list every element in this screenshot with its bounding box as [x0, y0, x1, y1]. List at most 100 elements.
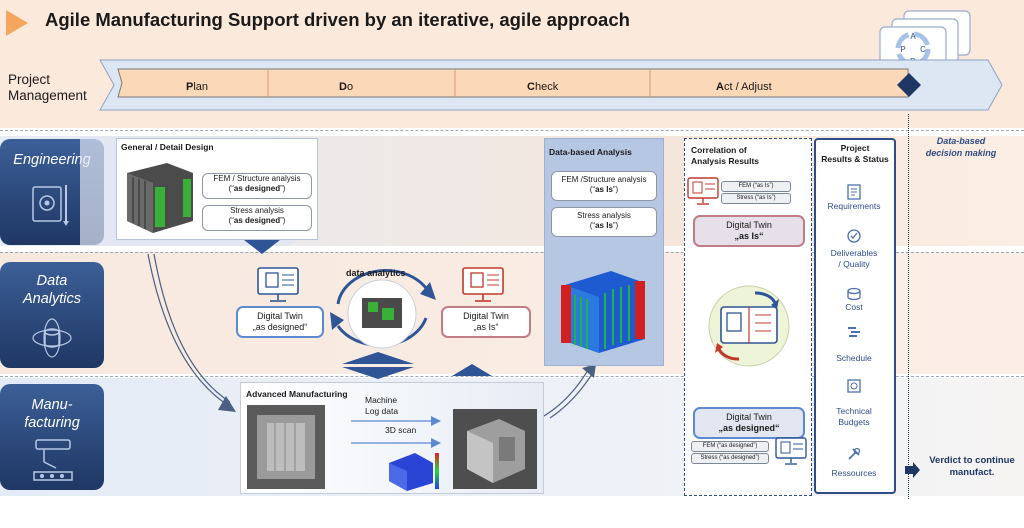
correlation-stress-designed: Stress (“as designed”)	[691, 453, 769, 464]
results-title-line1: Project	[840, 143, 870, 153]
design-stress-line2: (“as designed”)	[203, 216, 311, 226]
manufacturing-title: Advanced Manufacturing	[246, 389, 348, 399]
design-stress-close: ”)	[280, 216, 286, 225]
verdict-line1: Verdict to continue	[929, 455, 1015, 466]
phase-check-rest: heck	[534, 81, 559, 93]
phase-check-initial: C	[527, 81, 535, 93]
data-analysis-title: Data-based Analysis	[549, 147, 632, 157]
analysis-stress-bold: as Is	[595, 221, 613, 230]
phase-act-rest: ct / Adjust	[723, 81, 772, 93]
results-budgets-line1: Technical	[836, 406, 872, 416]
machined-part-image	[247, 405, 325, 489]
schedule-icon	[848, 327, 860, 337]
analysis-stress-line1: Stress analysis	[577, 211, 631, 220]
results-resources-line1: Ressources	[831, 468, 877, 478]
row-data-line1: Data	[36, 273, 68, 289]
analysis-fem-close: ”)	[612, 185, 619, 194]
design-fem-open: (“	[228, 184, 234, 193]
analysis-stress-line2: (“as Is”)	[552, 221, 656, 231]
correlation-fem-designed: FEM (“as designed”)	[691, 441, 769, 452]
results-item-deliverables: Deliverables/ Quality	[816, 248, 892, 270]
pm-label-line1: Project	[8, 72, 51, 87]
results-deliverables-line2: / Quality	[838, 259, 870, 269]
analysis-fem-bold: as Is	[595, 185, 613, 194]
correlation-twin-asis: Digital Twin „as Is“	[693, 215, 805, 247]
decision-line2: decision making	[925, 148, 997, 158]
data-analytics-label: data analytics	[346, 268, 406, 278]
scan-arrow	[351, 438, 441, 448]
corr-twin-asis-line2: „as Is“	[734, 231, 764, 241]
pdca-letter-a: A	[910, 32, 916, 41]
analysis-fem-line2: (“as Is”)	[552, 185, 656, 195]
resources-icon	[848, 447, 861, 460]
phase-do-rest: o	[346, 81, 354, 93]
phase-plan-initial: P	[186, 81, 194, 93]
results-schedule-line1: Schedule	[836, 353, 872, 363]
corr-twin-asis-line1: Digital Twin	[726, 220, 772, 230]
correlation-fem-asis: FEM (“as Is”)	[721, 181, 791, 192]
machine-line1: Machine	[365, 395, 398, 405]
verdict-label: Verdict to continue manufact.	[924, 455, 1020, 479]
correlation-title-line1: Correlation of	[691, 145, 747, 155]
results-item-requirements: Requirements	[816, 201, 892, 212]
divider-top	[0, 130, 1024, 131]
correlation-twin-designed: Digital Twin „as designed“	[693, 407, 805, 439]
data-analysis-box: Data-based Analysis FEM /Structure analy…	[544, 138, 664, 366]
results-box: Project Results & Status Requirements De…	[814, 138, 896, 494]
results-item-cost: Cost	[816, 302, 892, 313]
scan-label: 3D scan	[385, 425, 417, 435]
design-box: General / Detail Design FEM / Structure …	[116, 138, 318, 240]
results-item-schedule: Schedule	[816, 353, 892, 364]
results-title: Project Results & Status	[816, 143, 894, 165]
pdca-letter-p: P	[900, 45, 905, 54]
divider-middle	[0, 252, 1024, 253]
design-stress-open: (“	[228, 216, 234, 225]
results-title-line2: Results & Status	[821, 154, 889, 164]
corr-twin-designed-line1: Digital Twin	[726, 412, 772, 422]
twin-as-is-middle: Digital Twin „as Is“	[441, 306, 531, 338]
row-data-line2: Analytics	[22, 291, 82, 307]
analysis-fem-open: (“	[589, 185, 596, 194]
title-triangle-icon	[6, 10, 28, 36]
row-mf-line1: Manu-	[31, 397, 73, 413]
pdca-letter-c: C	[920, 45, 926, 54]
correlation-stress-asis: Stress (“as Is”)	[721, 193, 791, 204]
computer-asis-icon	[687, 177, 719, 205]
row-engineering-text: Engineering	[13, 152, 91, 168]
manufacturing-box: Advanced Manufacturing Machine Log data …	[240, 382, 544, 494]
project-management-arrow	[99, 59, 1003, 111]
phase-plan-rest: lan	[193, 81, 209, 93]
budget-icon	[847, 379, 861, 393]
design-stress-line1: Stress analysis	[230, 206, 284, 215]
computer-twin-blue-icon	[257, 267, 299, 302]
row-label-manufacturing: Manu- facturing	[0, 384, 104, 490]
pm-label-line2: Management	[8, 88, 87, 103]
row-mf-line2: facturing	[24, 415, 80, 431]
cost-icon	[847, 287, 861, 301]
machine-log-arrow	[351, 416, 441, 426]
phase-plan: Plan	[186, 81, 208, 93]
design-fem-line2: (“as designed”)	[203, 184, 311, 194]
phase-check: Check	[527, 81, 558, 93]
deliverables-icon	[847, 229, 861, 243]
analysis-stress-close: ”)	[612, 221, 619, 230]
correlation-cycle-icon	[708, 285, 790, 367]
design-fem-pill: FEM / Structure analysis (“as designed”)	[202, 173, 312, 199]
analysis-stress-open: (“	[589, 221, 596, 230]
twin-designed-left-line2: „as designed“	[252, 322, 308, 332]
twin-asis-mid-line1: Digital Twin	[463, 311, 509, 321]
requirements-icon	[847, 184, 861, 200]
divider-bottom	[0, 376, 1024, 377]
analysis-stress-pill: Stress analysis (“as Is”)	[551, 207, 657, 237]
correlation-box: Correlation of Analysis Results FEM (“as…	[684, 138, 812, 496]
phase-act: Act / Adjust	[716, 81, 772, 93]
results-budgets-line2: Budgets	[838, 417, 870, 427]
design-fem-bold: as designed	[233, 184, 281, 193]
project-management-label: Project Management	[8, 72, 87, 104]
design-box-title: General / Detail Design	[121, 142, 214, 152]
design-stress-pill: Stress analysis (“as designed”)	[202, 205, 312, 231]
correlation-title-line2: Analysis Results	[691, 156, 760, 166]
decision-line1: Data-based	[936, 136, 986, 146]
phase-do: Do	[339, 81, 353, 93]
